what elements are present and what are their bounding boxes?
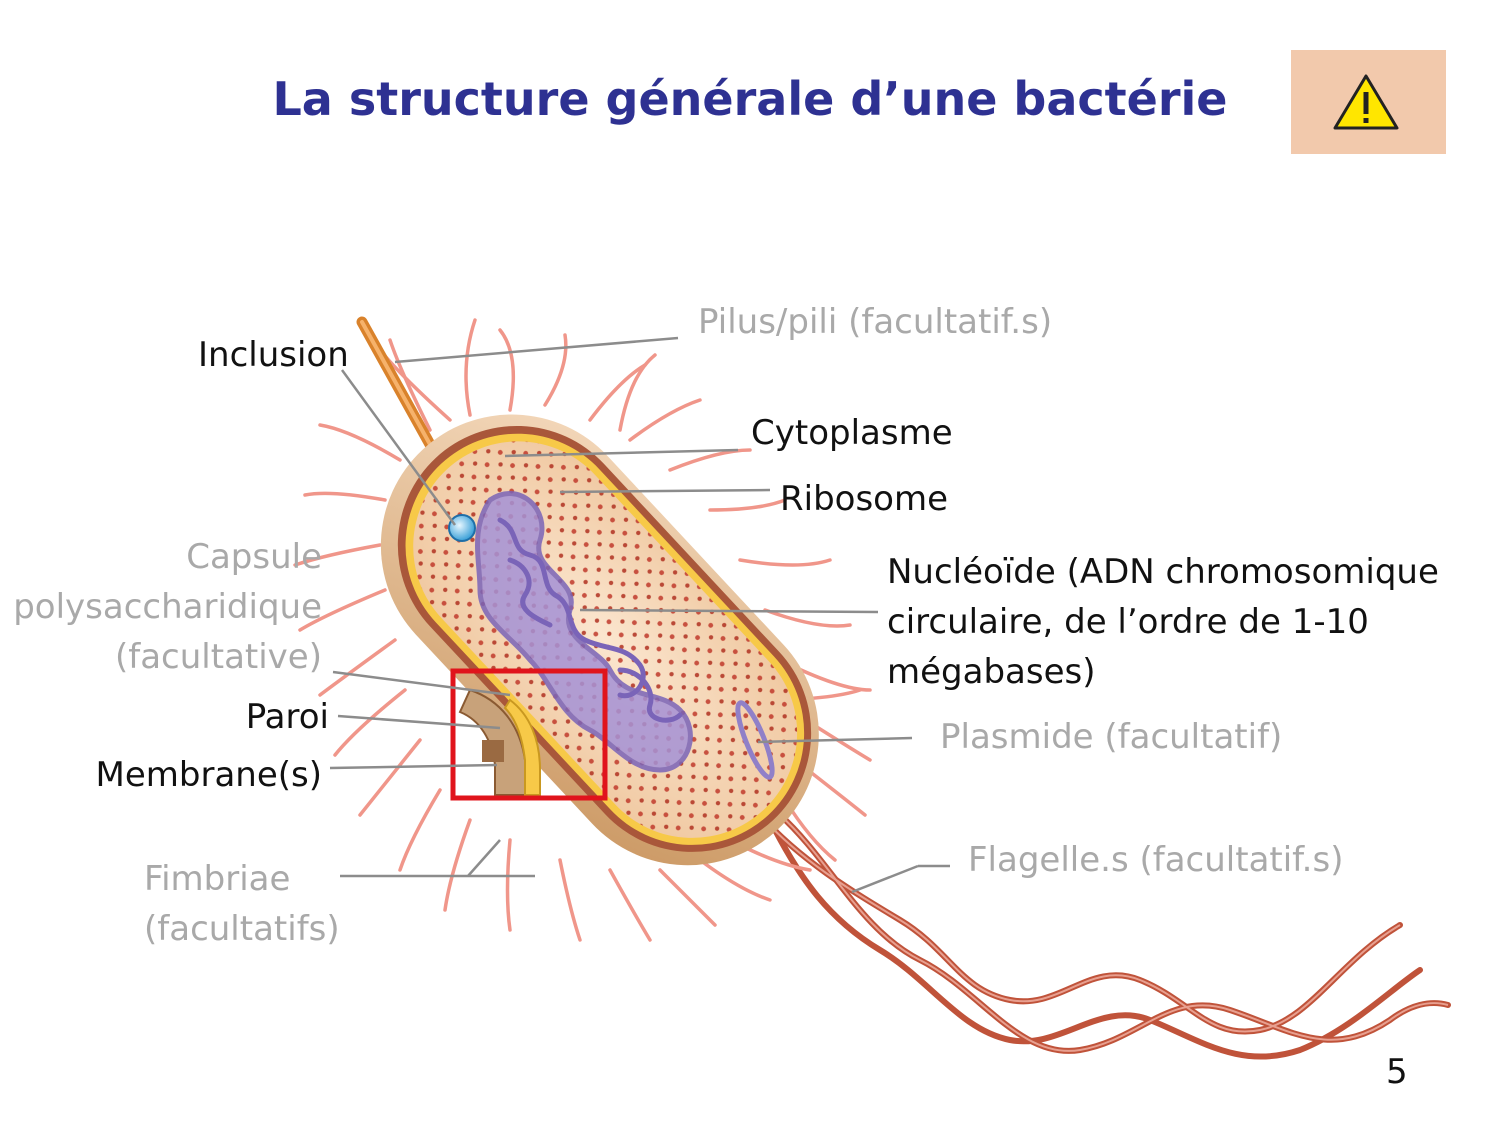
label-fimbriae-line2: (facultatifs) (144, 909, 340, 949)
label-cytoplasme: Cytoplasme (751, 413, 953, 453)
warning-badge (1291, 50, 1446, 154)
warning-triangle-icon (1333, 74, 1399, 130)
leader-lines (329, 336, 950, 894)
label-inclusion: Inclusion (198, 335, 349, 375)
label-nucleoide-line3: mégabases) (887, 652, 1096, 692)
label-fimbriae-line1: Fimbriae (144, 859, 291, 899)
label-nucleoide-line1: Nucléoïde (ADN chromosomique (887, 552, 1439, 592)
highlight-box (450, 668, 608, 801)
page-number: 5 (1386, 1052, 1408, 1092)
label-ribosome: Ribosome (780, 479, 949, 519)
plasmid (735, 700, 775, 780)
nucleoid (475, 491, 693, 773)
label-nucleoide-line2: circulaire, de l’ordre de 1-10 (887, 602, 1369, 642)
label-paroi: Paroi (245, 697, 329, 737)
label-plasmide: Plasmide (facultatif) (940, 717, 1283, 757)
wall-cross-section (458, 688, 541, 796)
label-capsule-line2: polysaccharidique (13, 587, 322, 627)
inclusion-granule (448, 514, 476, 542)
label-pilus: Pilus/pili (facultatif.s) (698, 302, 1053, 342)
label-capsule-line1: Capsule (186, 537, 322, 577)
label-capsule-line3: (facultative) (114, 637, 322, 677)
label-membrane: Membrane(s) (95, 755, 322, 795)
slide-title: La structure générale d’une bactérie (272, 72, 1228, 126)
label-flagelle: Flagelle.s (facultatif.s) (968, 840, 1344, 880)
